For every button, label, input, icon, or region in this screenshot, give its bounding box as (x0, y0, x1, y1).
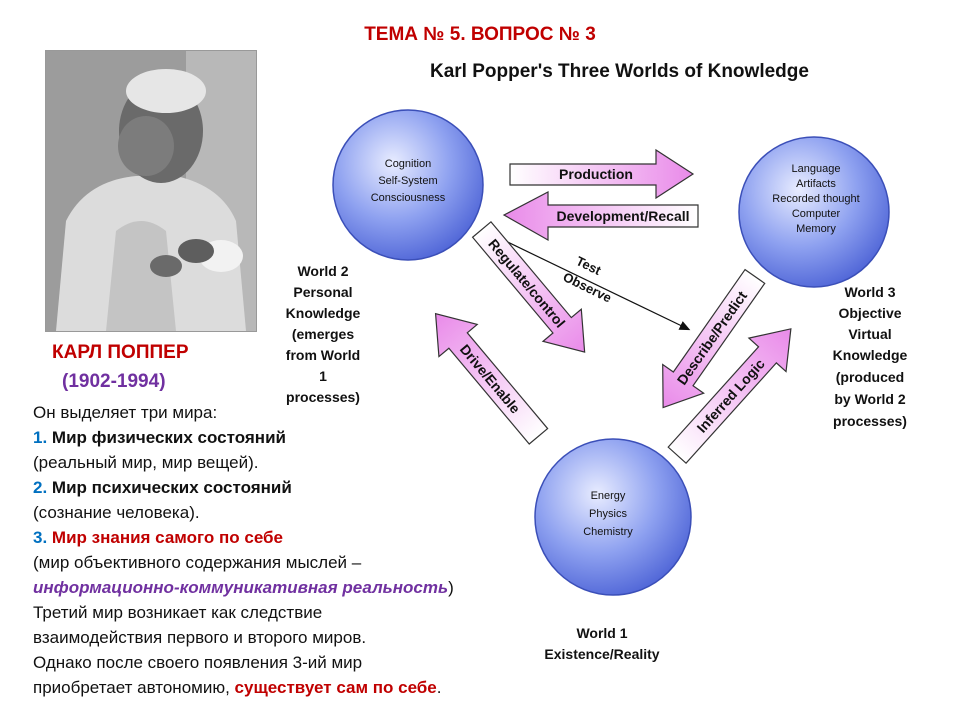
portrait-illustration (46, 51, 256, 331)
world2-label-line: Knowledge (286, 305, 361, 321)
diagram-title: Karl Popper's Three Worlds of Knowledge (430, 61, 809, 82)
item-title: Мир физических состояний (52, 428, 286, 447)
world3-circle: Language Artifacts Recorded thought Comp… (739, 137, 889, 287)
person-years: (1902-1994) (62, 371, 166, 393)
item-number: 1. (33, 428, 47, 447)
world2-label-line: World 2 (297, 263, 348, 279)
observe-label: Observe (561, 269, 614, 305)
world3-circle-line: Artifacts (796, 178, 836, 190)
regulate-label: Regulate/control (485, 236, 568, 331)
world2-circle-line: Cognition (385, 158, 431, 170)
world3-label-line: World 3 (844, 284, 895, 300)
development-label: Development/Recall (556, 208, 689, 224)
world3-label-line: Virtual (848, 326, 891, 342)
three-worlds-diagram: Karl Popper's Three Worlds of Knowledge … (268, 52, 948, 672)
world3-label-line: Knowledge (833, 347, 908, 363)
portrait-photo (45, 50, 257, 332)
world3-circle-line: Memory (796, 223, 836, 235)
slide-title: ТЕМА № 5. ВОПРОС № 3 (330, 24, 630, 46)
item-title: Мир психических состояний (52, 478, 292, 497)
item-number: 2. (33, 478, 47, 497)
paragraph-end: . (437, 678, 442, 697)
world1-label-line: Existence/Reality (544, 646, 659, 662)
highlight-text: существует сам по себе (235, 678, 437, 697)
item-number: 3. (33, 528, 47, 547)
drive-arrow: Drive/Enable (416, 298, 557, 453)
world1-label-line: World 1 (576, 625, 627, 641)
world2-label-line: (emerges (292, 326, 354, 342)
world3-label-line: by World 2 (834, 391, 906, 407)
world1-circle-line: Chemistry (583, 526, 633, 538)
world1-circle: Energy Physics Chemistry (535, 439, 691, 595)
world2-label-line: 1 (319, 368, 327, 384)
production-label: Production (559, 166, 633, 182)
world2-label-line: from World (286, 347, 360, 363)
world2-circle: Cognition Self-System Consciousness (333, 110, 483, 260)
world3-circle-line: Recorded thought (772, 193, 859, 205)
world3-circle-line: Computer (792, 208, 841, 220)
paragraph-text: приобретает автономию, (33, 678, 235, 697)
world3-circle-line: Language (792, 163, 841, 175)
development-arrow: Development/Recall (504, 192, 698, 240)
world1-circle-line: Physics (589, 508, 627, 520)
world1-label: World 1 Existence/Reality (544, 625, 659, 662)
world2-circle-line: Consciousness (371, 192, 446, 204)
paragraph-2-line-2: приобретает автономию, существует сам по… (33, 675, 503, 700)
world2-circle-line: Self-System (378, 175, 437, 187)
person-name: КАРЛ ПОППЕР (52, 342, 189, 364)
world3-label-line: (produced (836, 369, 904, 385)
production-arrow: Production (510, 150, 693, 198)
world2-label-line: processes) (286, 389, 360, 405)
world3-label-line: processes) (833, 413, 907, 429)
drive-label: Drive/Enable (457, 341, 524, 416)
world2-label: World 2 Personal Knowledge (emerges from… (286, 263, 361, 405)
item-title: Мир знания самого по себе (52, 528, 283, 547)
world3-label-line: Objective (838, 305, 901, 321)
world2-label-line: Personal (293, 284, 352, 300)
world3-label: World 3 Objective Virtual Knowledge (pro… (833, 284, 908, 429)
world1-circle-line: Energy (591, 490, 626, 502)
